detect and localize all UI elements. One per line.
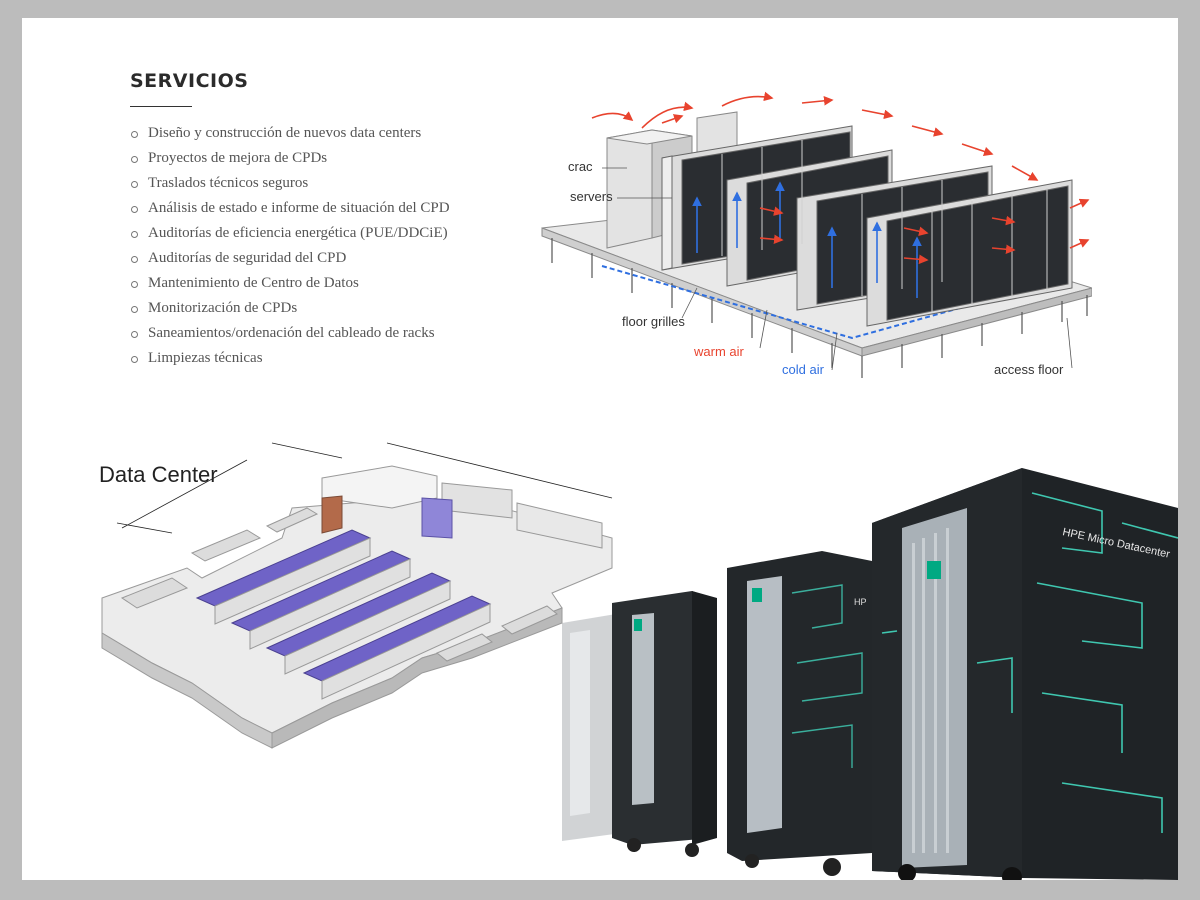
service-item-label: Mantenimiento de Centro de Datos: [148, 275, 359, 291]
service-item: Diseño y construcción de nuevos data cen…: [130, 121, 550, 146]
cabinet: [612, 591, 717, 857]
service-item-label: Análisis de estado e informe de situació…: [148, 200, 450, 216]
room-block: [321, 495, 343, 534]
hpe-micro-datacenter-photo: HP: [542, 433, 1178, 880]
service-item-label: Traslados técnicos seguros: [148, 175, 309, 191]
cabinet: HP: [727, 551, 872, 876]
service-item: Auditorías de seguridad del CPD: [130, 246, 550, 271]
accent-circuit-lines: [881, 492, 1178, 833]
service-item: Limpiezas técnicas: [130, 346, 550, 371]
rack-row: [284, 580, 451, 675]
title-underline: [130, 106, 192, 107]
service-item-label: Limpiezas técnicas: [148, 350, 263, 366]
bullet-icon: [131, 231, 138, 238]
equipment-room: [421, 497, 453, 539]
services-title: SERVICIOS: [130, 70, 249, 92]
services-section: SERVICIOS Diseño y construcción de nuevo…: [130, 70, 550, 371]
access-floor-edge: [861, 287, 1092, 357]
services-list: Diseño y construcción de nuevos data cen…: [130, 121, 550, 371]
bullet-icon: [131, 281, 138, 288]
warm-air-arrows: [591, 91, 1090, 265]
floorplan-title: Data Center: [99, 462, 218, 487]
service-item: Monitorización de CPDs: [130, 296, 550, 321]
label-access-floor: access floor: [994, 362, 1064, 377]
bullet-icon: [131, 206, 138, 213]
service-item-label: Saneamientos/ordenación del cableado de …: [148, 325, 435, 341]
bullet-icon: [131, 156, 138, 163]
label-leaders: [602, 167, 1073, 371]
floorplan-svg: Data Center: [99, 442, 613, 749]
label-warm-air: warm air: [693, 344, 745, 359]
service-item: Traslados técnicos seguros: [130, 171, 550, 196]
room-block: [516, 502, 603, 549]
bullet-icon: [131, 356, 138, 363]
bullet-icon: [131, 256, 138, 263]
service-item-label: Monitorización de CPDs: [148, 300, 298, 316]
floor-legs: [551, 238, 1088, 378]
bullet-icon: [131, 181, 138, 188]
service-item: Saneamientos/ordenación del cableado de …: [130, 321, 550, 346]
label-crac: crac: [568, 159, 593, 174]
side-rooms: [120, 507, 558, 662]
rack-row: [249, 558, 411, 650]
service-item-label: Auditorías de eficiencia energética (PUE…: [148, 225, 448, 241]
page: SERVICIOS Diseño y construcción de nuevo…: [22, 18, 1178, 880]
service-item: Mantenimiento de Centro de Datos: [130, 271, 550, 296]
service-item-label: Auditorías de seguridad del CPD: [148, 250, 347, 266]
server-rack-dividers: [721, 140, 1048, 312]
rack-row: [321, 603, 491, 700]
dimension-lines: [116, 442, 613, 534]
bullet-icon: [131, 331, 138, 338]
airflow-diagram-svg: crac servers floor grilles warm air cold…: [541, 91, 1092, 378]
bullet-icon: [131, 131, 138, 138]
hpe-svg: HP: [562, 468, 1178, 880]
service-item: Auditorías de eficiencia energética (PUE…: [130, 221, 550, 246]
cabinet-main: HPE Micro Datacenter: [872, 468, 1178, 880]
crac-unit-top: [606, 129, 693, 145]
floorplan-illustration: Data Center: [92, 438, 652, 758]
crac-unit: [606, 129, 653, 249]
rack-row: [214, 537, 371, 625]
rack-rows: [195, 529, 492, 700]
bullet-icon: [131, 306, 138, 313]
hpe-logo-badge: [927, 561, 941, 579]
cabinet-far: [562, 613, 622, 841]
airflow-diagram: crac servers floor grilles warm air cold…: [532, 88, 1092, 388]
service-item: Análisis de estado e informe de situació…: [130, 196, 550, 221]
service-item-label: Diseño y construcción de nuevos data cen…: [148, 125, 422, 141]
label-servers: servers: [570, 189, 613, 204]
service-item-label: Proyectos de mejora de CPDs: [148, 150, 328, 166]
cabinet-brand-short: HP: [854, 597, 867, 607]
label-floor-grilles: floor grilles: [622, 314, 685, 329]
service-item: Proyectos de mejora de CPDs: [130, 146, 550, 171]
label-cold-air: cold air: [782, 362, 825, 377]
